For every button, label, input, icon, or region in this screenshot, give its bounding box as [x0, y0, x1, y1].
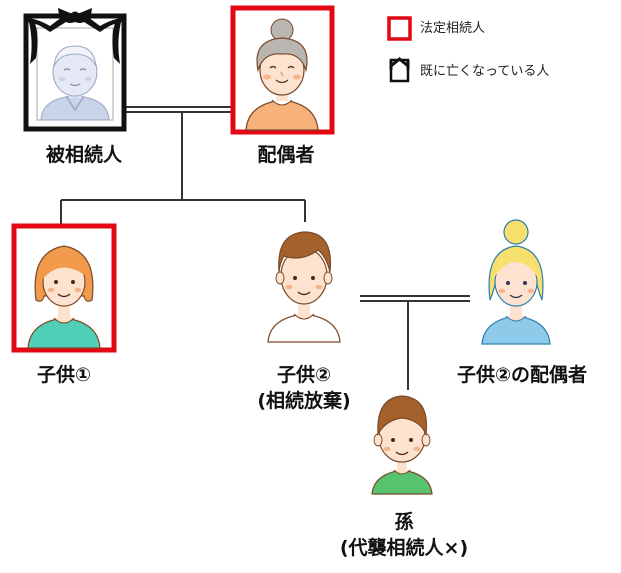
spouse-label: 配偶者 [257, 144, 315, 166]
boy-figure [371, 395, 433, 495]
legend [387, 16, 412, 83]
child2-spouse-label: 子供②の配偶者 [456, 364, 588, 386]
legend-heir-swatch [387, 16, 412, 41]
grandchild-label: 孫 [394, 511, 414, 533]
child2-label: 子供② [276, 364, 332, 386]
grandfather-figure [40, 45, 110, 121]
grandchild-note: (代襲相続人×) [339, 537, 469, 559]
deceased-portrait [23, 8, 127, 132]
child1-portrait [11, 223, 117, 353]
woman-figure [27, 245, 101, 349]
child2-note: (相続放棄) [257, 390, 351, 412]
child2-portrait [267, 231, 341, 343]
mourning-ribbon [26, 8, 124, 64]
man-figure [267, 231, 341, 343]
legend-heir-label: 法定相続人 [420, 21, 486, 36]
legend-deceased-swatch [389, 57, 410, 83]
connector-lines [60, 106, 470, 390]
grandmother-figure [245, 18, 319, 131]
spouse-portrait [230, 5, 335, 135]
child2-spouse-portrait [481, 219, 551, 345]
legend-deceased-label: 既に亡くなっている人 [420, 64, 550, 79]
deceased-label: 被相続人 [45, 144, 123, 166]
grandchild-portrait [371, 395, 433, 495]
child1-label: 子供① [36, 364, 92, 386]
blonde-woman-figure [481, 219, 551, 345]
